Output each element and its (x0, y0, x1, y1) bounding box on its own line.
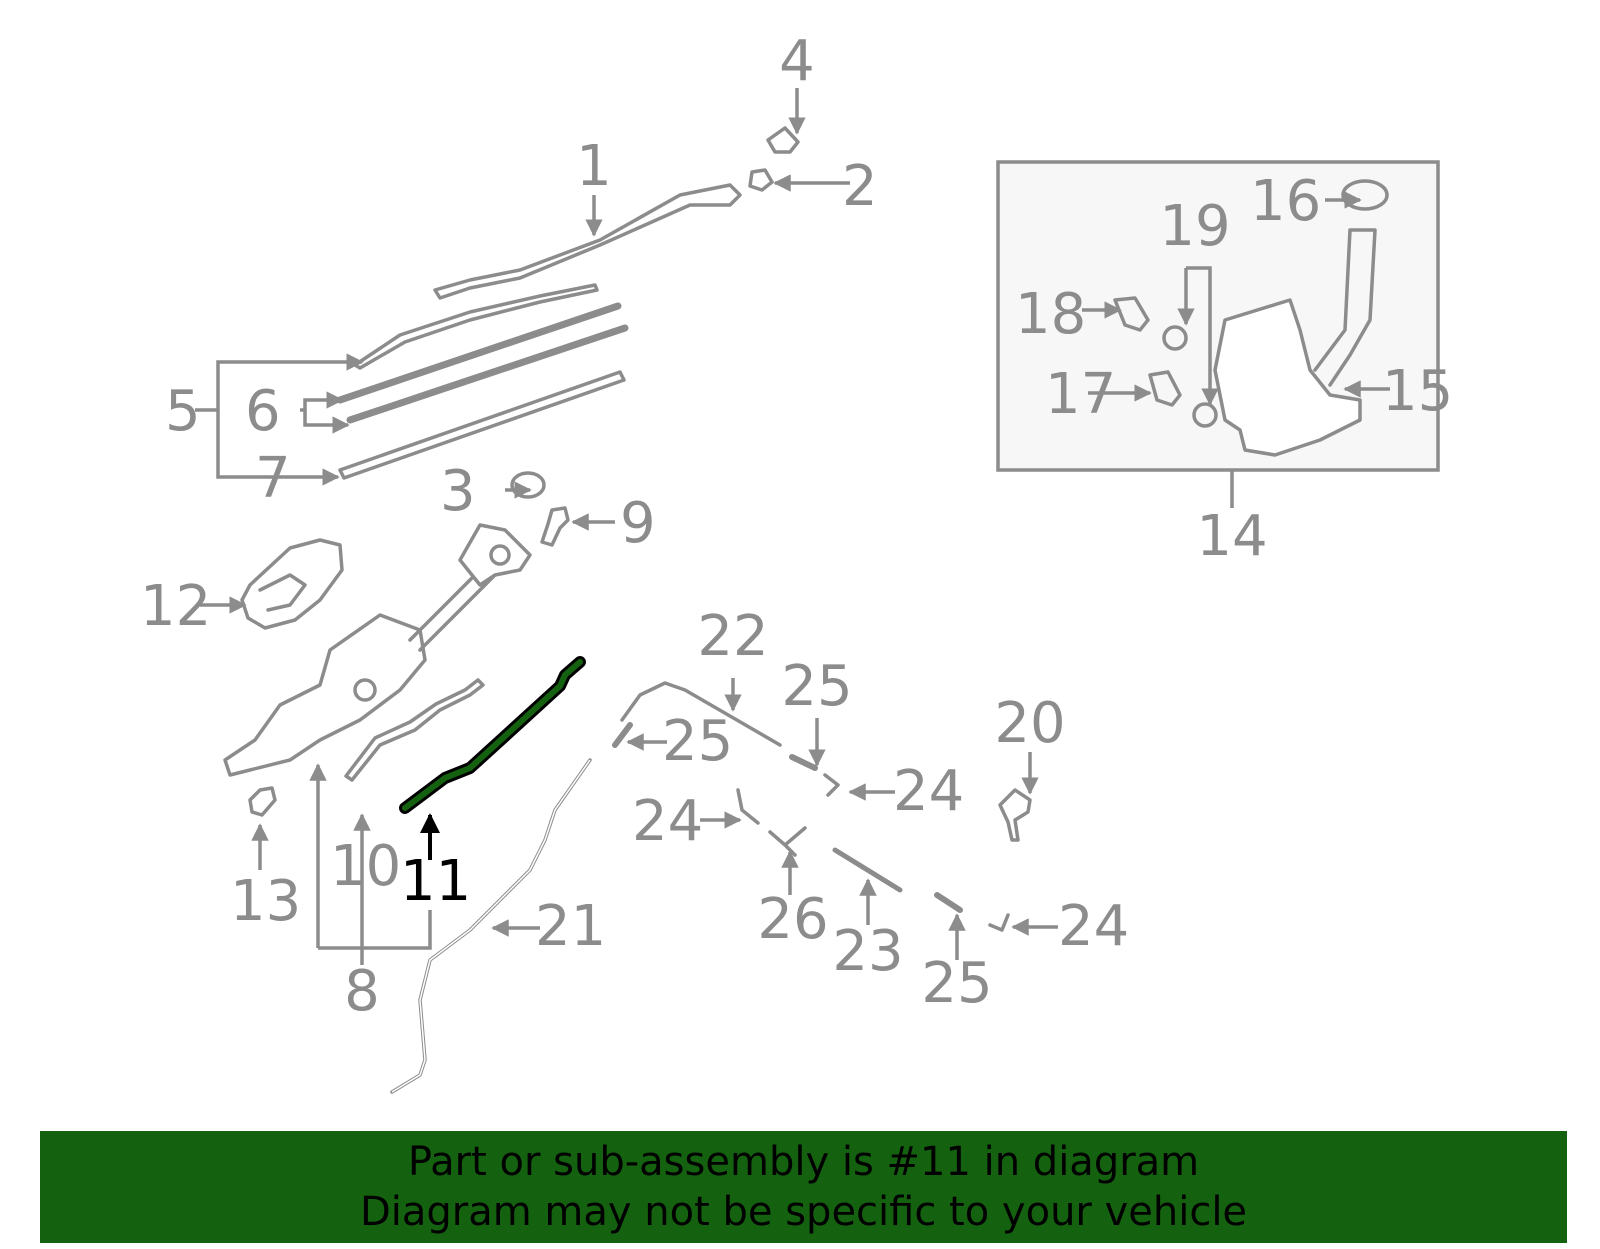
callout-13: 13 (230, 869, 301, 934)
linkage-rod-b (418, 568, 502, 652)
wiper-motor-detail (258, 573, 307, 612)
callout-14: 14 (1196, 504, 1267, 569)
callout-25-c: 25 (921, 951, 992, 1016)
callout-26: 26 (757, 887, 828, 952)
callout-17: 17 (1045, 362, 1116, 427)
hose-joint-part (768, 826, 807, 857)
washer-pump-part-18 (1113, 296, 1150, 332)
callout-2: 2 (842, 154, 878, 219)
wiper-blade-part (353, 283, 599, 370)
washer-nozzle-part (998, 788, 1032, 842)
callout-5: 5 (165, 379, 201, 444)
banner-line-2: Diagram may not be specific to your vehi… (359, 1189, 1248, 1235)
callout-4: 4 (779, 29, 815, 94)
hose-clip-part-a (612, 722, 633, 748)
washer-pump-part-17 (1148, 370, 1182, 407)
callout-12: 12 (140, 574, 211, 639)
nozzle-hose-part (620, 681, 782, 747)
pivot-bolt-part (540, 506, 570, 547)
callout-25-b: 25 (781, 654, 852, 719)
wiper-arm-part (433, 183, 742, 300)
callout-24-a: 24 (893, 759, 964, 824)
callout-3: 3 (440, 459, 476, 524)
callout-21: 21 (535, 894, 606, 959)
pivot-washer-part (510, 471, 546, 499)
wiper-linkage-part (223, 613, 427, 777)
wiper-motor-part (240, 538, 344, 630)
arm-cap-part (766, 126, 800, 154)
callout-16: 16 (1250, 169, 1321, 234)
blade-refill-part-a (336, 302, 622, 404)
linkage-bolt-part (248, 786, 277, 817)
reservoir-cap-part (1341, 179, 1389, 211)
callout-24-b: 24 (632, 789, 703, 854)
callout-9: 9 (620, 491, 656, 556)
callout-15: 15 (1382, 359, 1453, 424)
callout-23: 23 (832, 919, 903, 984)
hose-clip-part-b (789, 754, 818, 771)
short-hose-part (832, 847, 903, 893)
callout-1: 1 (576, 134, 612, 199)
callout-7: 7 (255, 446, 291, 511)
arm-nut-part (748, 168, 774, 192)
hose-elbow-part-b (736, 788, 760, 825)
callout-22: 22 (697, 604, 768, 669)
hose-elbow-part-c (988, 913, 1010, 932)
hose-clip-part-c (934, 892, 963, 913)
passenger-blade-part (338, 370, 626, 480)
washer-hose-part-inner (391, 759, 591, 1093)
callout-20: 20 (994, 691, 1065, 756)
pump-grommet-part-a (1162, 325, 1188, 351)
callout-19: 19 (1159, 194, 1230, 259)
linkage-pivot-bracket (458, 523, 532, 587)
drive-rod-part (344, 678, 485, 782)
callout-10: 10 (330, 834, 401, 899)
banner-line-1: Part or sub-assembly is #11 in diagram (407, 1139, 1200, 1185)
linkage-pivot-boss (489, 544, 511, 566)
part-info-banner: Part or sub-assembly is #11 in diagram D… (40, 1131, 1567, 1243)
reservoir-inset-box (996, 160, 1440, 472)
callout-6: 6 (245, 379, 281, 444)
linkage-crank-boss (353, 678, 377, 702)
blade-refill-part-b (346, 324, 629, 424)
hose-elbow-part-a (823, 773, 840, 797)
reservoir-filler-neck (1313, 228, 1377, 387)
callout-25-a: 25 (662, 709, 733, 774)
highlighted-part-11-fill (402, 659, 583, 811)
callout-24-c: 24 (1058, 894, 1129, 959)
reservoir-tank-part (1213, 298, 1362, 457)
callout-8: 8 (344, 959, 380, 1024)
callout-18: 18 (1015, 282, 1086, 347)
callout-11: 11 (400, 849, 471, 914)
